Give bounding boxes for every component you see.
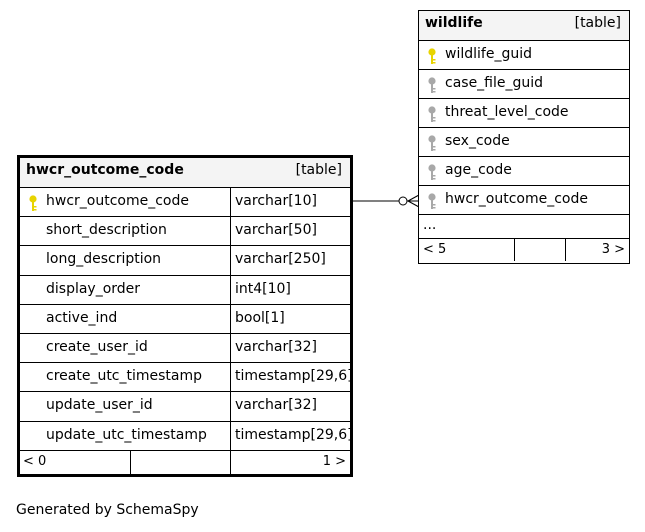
column-type: varchar[32] (235, 338, 317, 355)
column-divider (230, 363, 231, 392)
column-type: timestamp[29,6] (235, 426, 353, 443)
column-type: int4[10] (235, 280, 291, 297)
column-divider (230, 421, 231, 450)
column-type: varchar[50] (235, 222, 317, 239)
table-header: hwcr_outcome_code [table] (20, 158, 350, 188)
column-name: hwcr_outcome_code (445, 191, 588, 207)
parent-count: < 0 (23, 453, 47, 469)
column-type: timestamp[29,6] (235, 368, 353, 385)
column-row[interactable]: active_ind bool[1] (20, 304, 350, 334)
column-type: varchar[10] (235, 193, 317, 209)
column-row[interactable]: case_file_guid (419, 70, 629, 99)
column-name: threat_level_code (445, 104, 569, 120)
schemaspy-credit: Generated by SchemaSpy (16, 502, 199, 518)
column-divider (230, 392, 231, 421)
more-columns: ... (419, 215, 629, 239)
table-wildlife[interactable]: wildlife [table] wildlife_guid case_file_… (418, 10, 630, 264)
parent-count: < 5 (423, 242, 447, 257)
column-divider (230, 304, 231, 333)
column-name: create_user_id (46, 338, 148, 355)
column-row[interactable]: long_description varchar[250] (20, 246, 350, 276)
column-row[interactable]: create_user_id varchar[32] (20, 333, 350, 364)
column-divider (230, 275, 231, 304)
column-row[interactable]: threat_level_code (419, 99, 629, 128)
table-footer: < 0 1 > (20, 450, 350, 475)
column-name: age_code (445, 162, 512, 178)
column-name: update_utc_timestamp (46, 426, 207, 443)
table-kind: [table] (295, 162, 342, 178)
column-row[interactable]: wildlife_guid (419, 41, 629, 70)
column-divider (230, 246, 231, 275)
table-footer: < 5 3 > (419, 239, 629, 261)
column-row[interactable]: update_utc_timestamp timestamp[29,6] (20, 421, 353, 451)
child-count: 3 > (601, 242, 625, 257)
column-type: varchar[32] (235, 397, 317, 414)
table-header: wildlife [table] (419, 11, 629, 41)
column-name: wildlife_guid (445, 46, 532, 62)
column-name: hwcr_outcome_code (46, 193, 189, 209)
column-name: sex_code (445, 133, 510, 149)
column-row[interactable]: display_order int4[10] (20, 275, 350, 305)
column-divider (230, 188, 231, 217)
column-name: display_order (46, 280, 141, 297)
table-kind: [table] (574, 15, 621, 31)
column-row[interactable]: hwcr_outcome_code varchar[10] (20, 188, 350, 218)
column-divider (230, 217, 231, 246)
table-hwcr-outcome-code[interactable]: hwcr_outcome_code [table] hwcr_outcome_c… (17, 155, 353, 477)
table-name: wildlife (425, 15, 483, 31)
column-row[interactable]: short_description varchar[50] (20, 217, 350, 247)
column-divider (230, 333, 231, 363)
column-name: case_file_guid (445, 75, 544, 91)
column-row[interactable]: age_code (419, 157, 629, 186)
column-name: update_user_id (46, 397, 153, 414)
column-name: create_utc_timestamp (46, 368, 203, 385)
column-name: long_description (46, 251, 162, 268)
column-name: active_ind (46, 309, 118, 326)
column-row[interactable]: sex_code (419, 128, 629, 157)
column-row[interactable]: update_user_id varchar[32] (20, 392, 350, 422)
table-name: hwcr_outcome_code (26, 162, 184, 178)
child-count: 1 > (322, 453, 346, 469)
column-row[interactable]: create_utc_timestamp timestamp[29,6] (20, 363, 353, 393)
column-type: bool[1] (235, 309, 285, 326)
column-type: varchar[250] (235, 251, 326, 268)
column-name: short_description (46, 222, 167, 239)
column-row[interactable]: hwcr_outcome_code (419, 186, 629, 215)
